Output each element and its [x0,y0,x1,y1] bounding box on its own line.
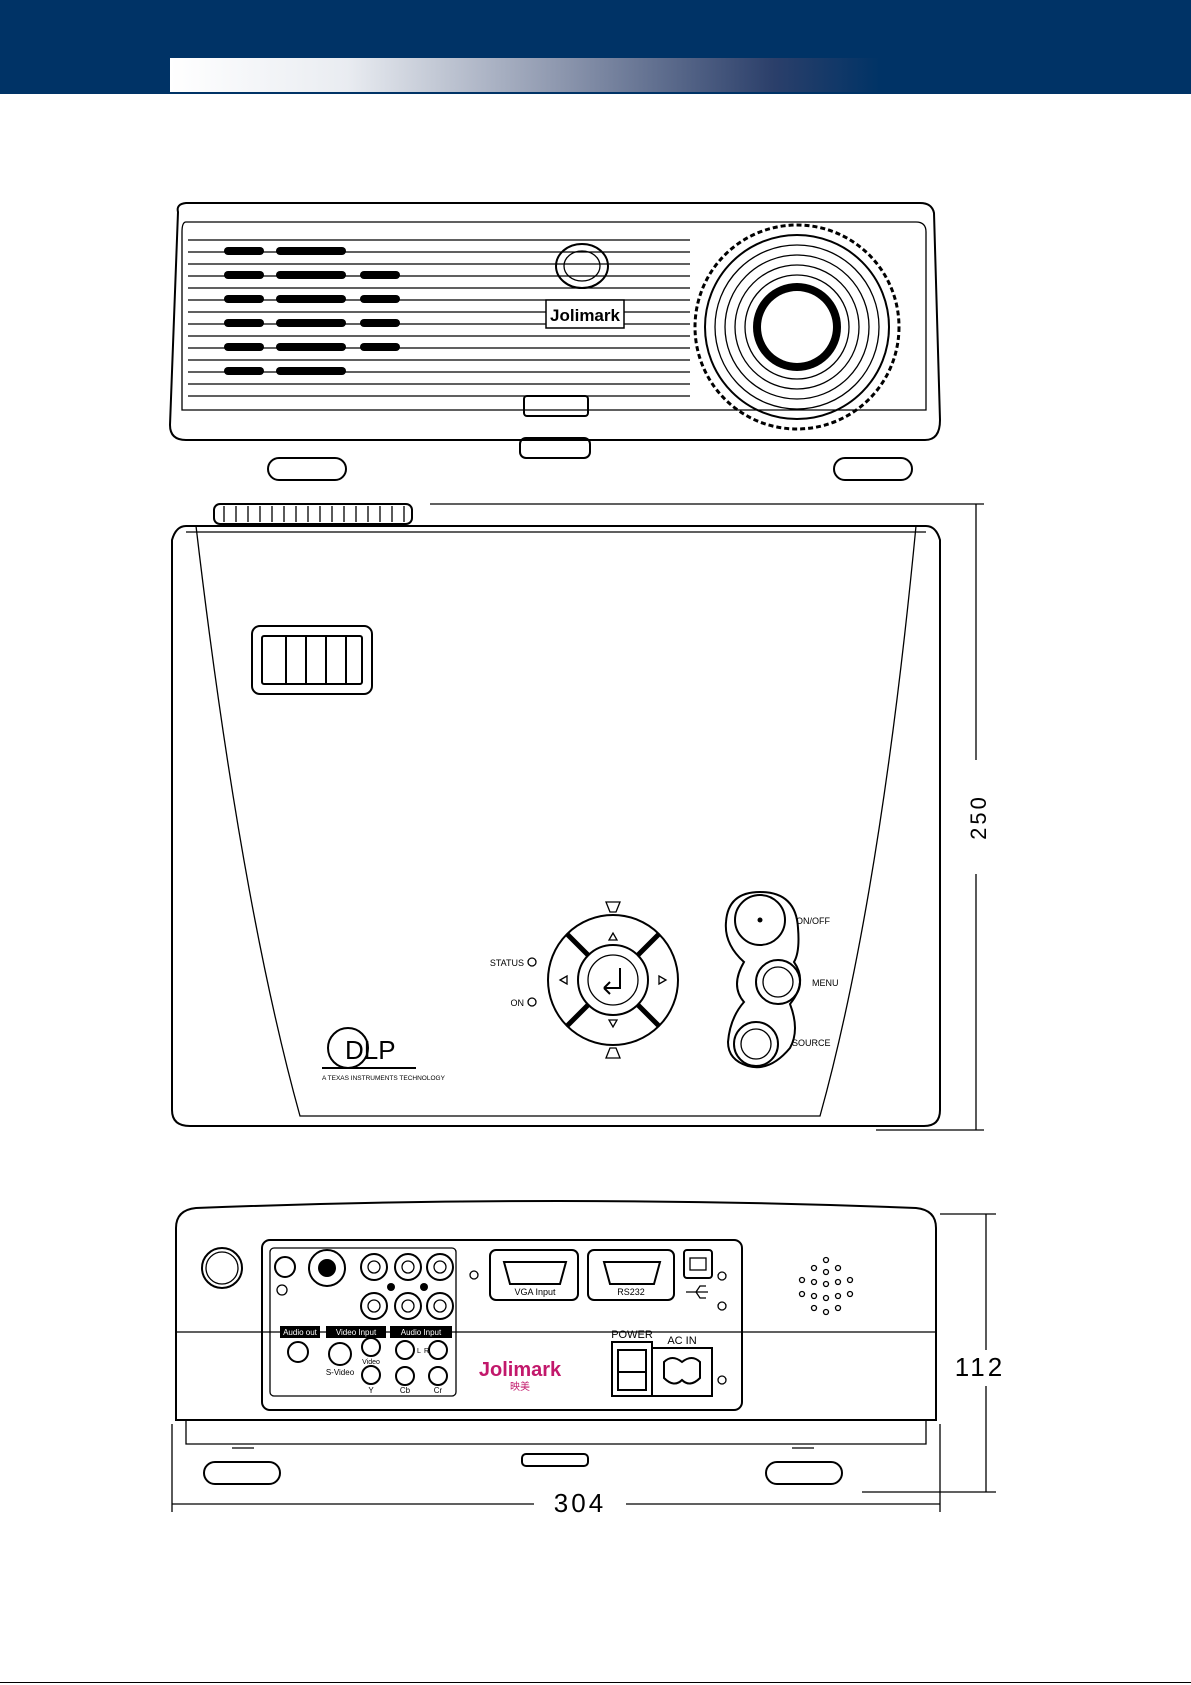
keystone-down-icon[interactable] [606,1048,620,1058]
front-brand-logo: Jolimark [550,306,620,325]
y-jack[interactable] [362,1366,380,1384]
rca-jack[interactable] [427,1254,453,1280]
dlp-logo: DLP A TEXAS INSTRUMENTS TECHNOLOGY [322,1028,446,1082]
audio-r-jack[interactable] [429,1341,447,1359]
svg-text:A TEXAS INSTRUMENTS TECHNOLOGY: A TEXAS INSTRUMENTS TECHNOLOGY [322,1075,446,1082]
down-arrow-icon[interactable] [609,1020,617,1027]
source-button[interactable] [734,1022,778,1066]
usb-icon [686,1286,708,1298]
footer-rule [0,1682,1191,1683]
speaker-grill [800,1258,853,1315]
width-dimension: 304 [172,1424,940,1518]
audio-l-label: L [417,1348,421,1355]
cr-label: Cr [434,1386,443,1395]
source-label: SOURCE [792,1038,831,1048]
keystone-up-icon[interactable] [606,902,620,912]
rca-jack[interactable] [427,1293,453,1319]
audio-input-label: Audio Input [401,1328,442,1337]
front-feet [268,438,912,480]
y-label: Y [368,1386,374,1395]
on-off-button[interactable] [735,895,785,945]
status-led-label: STATUS [490,958,524,968]
rca-jack[interactable] [361,1293,387,1319]
ac-in-label: AC IN [667,1335,696,1347]
front-view: Jolimark [170,203,940,480]
height-dimension: 112 [862,1214,1005,1492]
audio-r-label: R [424,1348,429,1355]
depth-dimension: 250 [430,504,991,1130]
power-switch[interactable] [612,1342,652,1396]
left-arrow-icon[interactable] [560,976,567,984]
up-arrow-icon[interactable] [609,933,617,940]
video-jack[interactable] [362,1338,380,1356]
audio-out-label: Audio out [283,1328,318,1337]
on-off-label: ON/OFF [796,916,830,926]
rs232-label: RS232 [617,1287,645,1297]
height-dimension-value: 112 [955,1352,1005,1382]
kensington-lock [275,1257,295,1277]
top-view: STATUS ON ON/OFF [172,504,991,1130]
video-input-label: Video Input [336,1328,377,1337]
rca-jack[interactable] [361,1254,387,1280]
rear-brand-sub: 映美 [510,1380,530,1393]
width-dimension-value: 304 [554,1488,606,1518]
svideo-label: S-Video [326,1368,355,1377]
vga-input-label: VGA Input [514,1287,556,1297]
menu-button[interactable] [756,960,800,1004]
audio-l-jack[interactable] [396,1341,414,1359]
on-led-label: ON [511,998,525,1008]
zoom-slider[interactable] [252,626,372,694]
usb-port[interactable] [684,1250,712,1278]
status-led [528,958,536,966]
rear-feet [204,1448,842,1484]
navigation-pad[interactable] [548,902,678,1058]
svideo-jack[interactable] [329,1343,351,1365]
depth-dimension-value: 250 [966,794,991,840]
cr-jack[interactable] [429,1367,447,1385]
front-lens [695,225,899,429]
enter-icon[interactable] [604,968,620,994]
audio-out-jack[interactable] [288,1342,308,1362]
video-label: Video [362,1359,380,1366]
ac-in-socket[interactable] [652,1348,712,1396]
on-led [528,998,536,1006]
cb-jack[interactable] [396,1367,414,1385]
svg-text:DLP: DLP [345,1035,396,1065]
rca-jack[interactable] [395,1293,421,1319]
rear-brand-logo: Jolimark [479,1359,562,1381]
power-label: POWER [611,1329,653,1341]
right-arrow-icon[interactable] [659,976,666,984]
rear-view: Audio out Video Input Audio Input S-Vide… [172,1201,1005,1518]
menu-label: MENU [812,978,839,988]
rca-jack[interactable] [395,1254,421,1280]
cb-label: Cb [400,1386,411,1395]
